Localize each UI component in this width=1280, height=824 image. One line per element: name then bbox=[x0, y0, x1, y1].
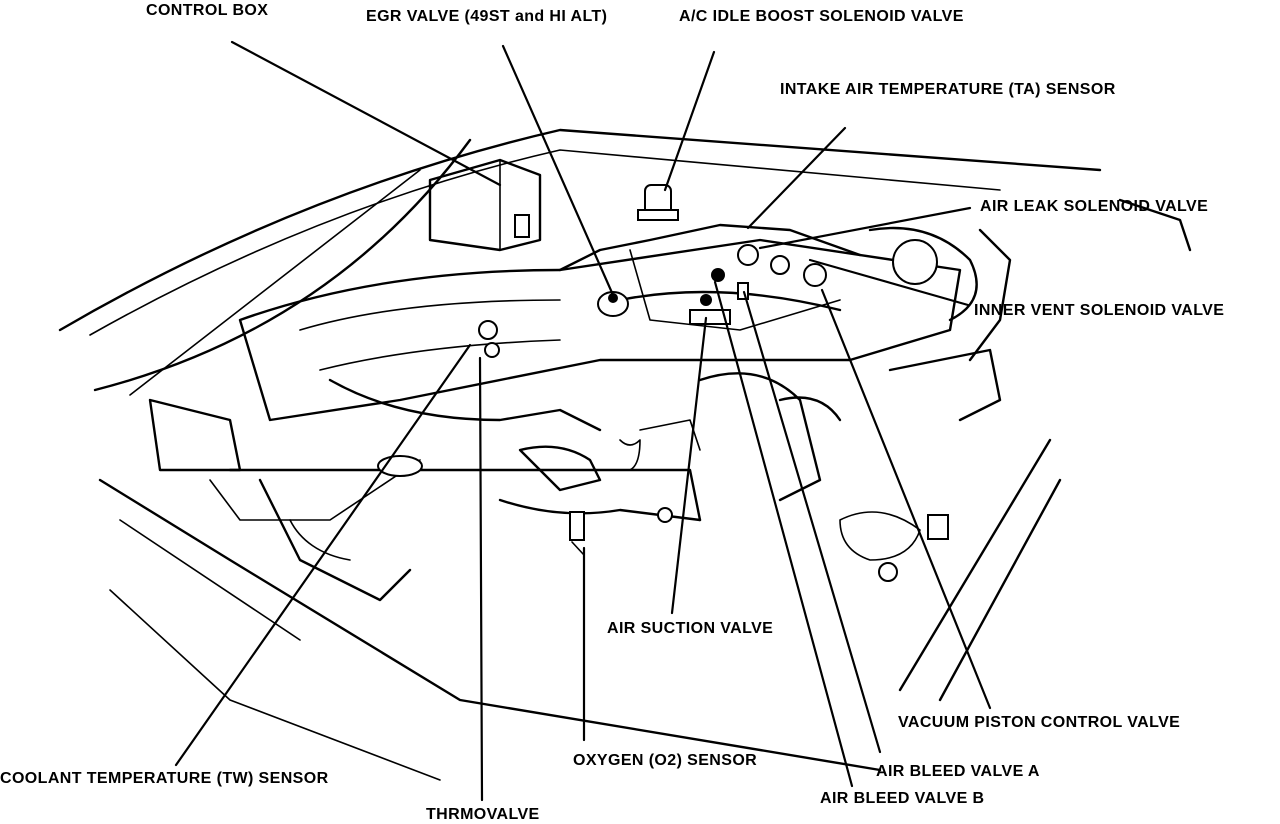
intake-manifold bbox=[238, 223, 962, 422]
label-intake-air-temp: INTAKE AIR TEMPERATURE (TA) SENSOR bbox=[780, 81, 1116, 98]
leader-air-suction bbox=[670, 316, 708, 615]
leader-egr-valve bbox=[501, 44, 615, 297]
label-air-leak-solenoid: AIR LEAK SOLENOID VALVE bbox=[980, 198, 1209, 215]
engine-block bbox=[328, 348, 1002, 523]
leader-intake-air-temp bbox=[746, 126, 847, 230]
leader-thermovalve bbox=[478, 356, 484, 802]
left-fender bbox=[148, 398, 702, 602]
leader-air-leak bbox=[758, 206, 972, 250]
leader-inner-vent bbox=[808, 258, 970, 307]
label-control-box: CONTROL BOX bbox=[146, 2, 269, 19]
leader-air-bleed-b bbox=[713, 280, 854, 788]
label-vacuum-piston-control-valve: VACUUM PISTON CONTROL VALVE bbox=[898, 714, 1181, 731]
label-egr-valve: EGR VALVE (49ST and HI ALT) bbox=[366, 8, 608, 25]
leader-ac-idle-boost bbox=[663, 50, 716, 192]
label-thermovalve: THRMOVALVE bbox=[426, 806, 540, 823]
label-coolant-temperature-sensor: COOLANT TEMPERATURE (TW) SENSOR bbox=[0, 770, 329, 787]
leader-control-box bbox=[230, 40, 502, 187]
leader-air-bleed-a bbox=[742, 290, 882, 754]
label-oxygen-sensor: OXYGEN (O2) SENSOR bbox=[573, 752, 758, 769]
label-inner-vent-solenoid: INNER VENT SOLENOID VALVE bbox=[974, 302, 1225, 319]
leader-coolant-temp bbox=[174, 343, 472, 767]
car-body-outline bbox=[58, 128, 1192, 781]
label-air-bleed-valve-b: AIR BLEED VALVE B bbox=[820, 790, 985, 807]
sensor-parts bbox=[478, 184, 827, 556]
label-ac-idle-boost: A/C IDLE BOOST SOLENOID VALVE bbox=[679, 8, 964, 25]
label-air-bleed-valve-a: AIR BLEED VALVE A bbox=[876, 763, 1040, 780]
air-cleaner bbox=[839, 226, 978, 582]
leader-vacuum-piston bbox=[820, 288, 992, 710]
leader-lines bbox=[174, 40, 992, 802]
control-box-shape bbox=[428, 158, 542, 252]
label-air-suction-valve: AIR SUCTION VALVE bbox=[607, 620, 774, 637]
